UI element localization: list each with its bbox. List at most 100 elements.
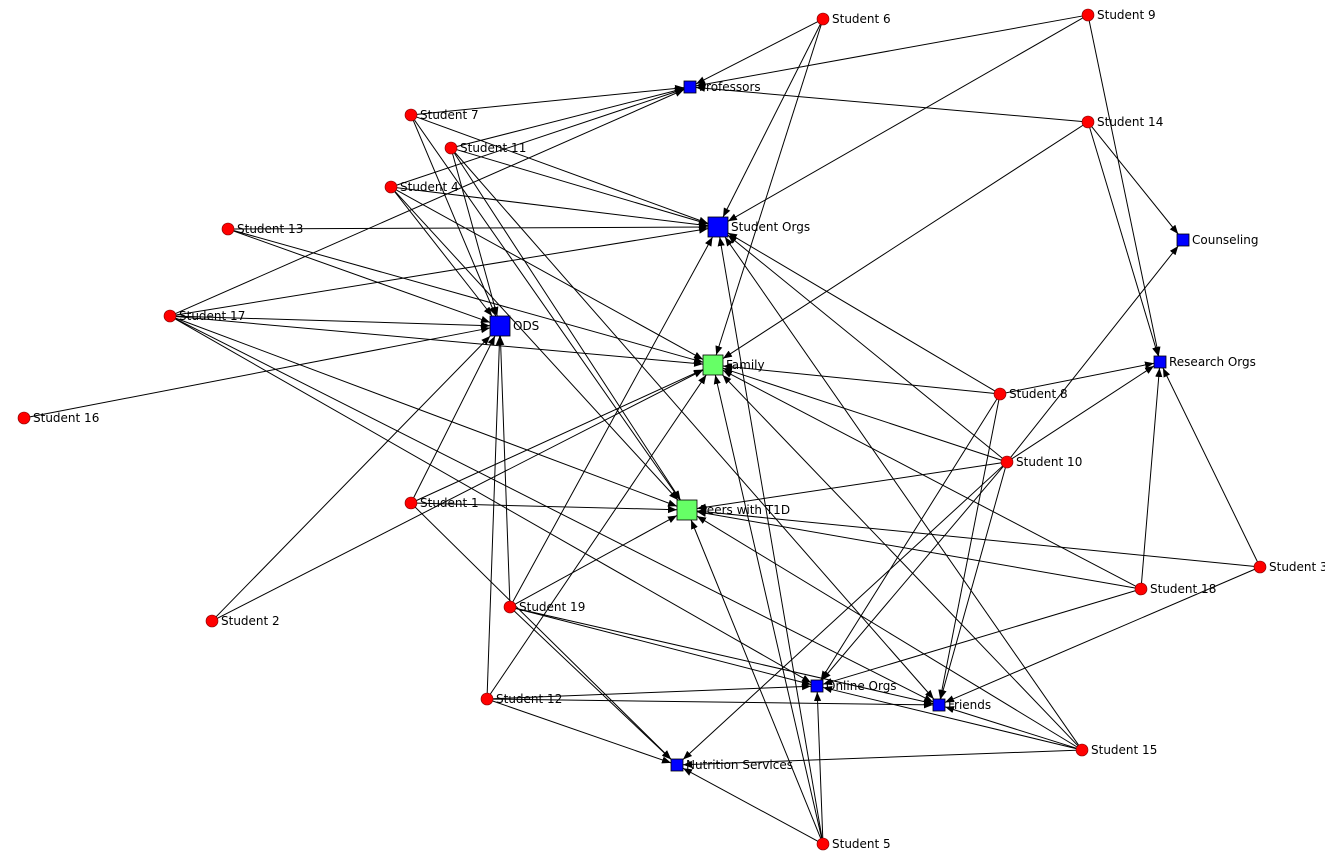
edge-s1-to-ods: [413, 335, 496, 498]
edge-s11-to-prof: [456, 87, 685, 148]
edge-s15-to-oorgs: [822, 686, 1077, 750]
node-s6: Student 6: [816, 12, 891, 26]
node-label: Student 9: [1097, 8, 1156, 22]
edge-s8-to-oorgs: [820, 398, 998, 681]
resource-node-marker: [707, 216, 729, 238]
edge-s13-to-ods: [233, 230, 491, 323]
node-label: Student 10: [1016, 455, 1082, 469]
student-node-marker: [1081, 115, 1095, 129]
node-label: Student 19: [519, 600, 585, 614]
edge-s10-to-family: [722, 367, 1002, 461]
edge-s5-to-nutri: [682, 767, 818, 842]
node-label: Student 12: [496, 692, 562, 706]
node-label: Professors: [699, 80, 761, 94]
edge-s9-to-rorgs: [1088, 20, 1161, 357]
student-node-marker: [384, 180, 398, 194]
student-node-marker: [1253, 560, 1267, 574]
edge-s11-to-peers: [453, 152, 681, 501]
edge-s13-to-family: [233, 230, 704, 364]
node-s3: Student 3: [1253, 560, 1325, 574]
resource-node-marker: [676, 499, 698, 521]
node-label: Student 17: [179, 309, 245, 323]
edge-s9-to-sorgs: [727, 17, 1084, 222]
edge-s12-to-nutri: [492, 700, 672, 764]
student-node-marker: [993, 387, 1007, 401]
edge-s6-to-family: [715, 24, 822, 356]
node-ods: ODS: [489, 315, 539, 337]
node-nutri: Nutrition Services: [670, 758, 793, 772]
student-node-marker: [205, 614, 219, 628]
edge-s4-to-peers: [394, 191, 679, 501]
resource-node-marker: [932, 698, 946, 712]
edge-s14-to-prof: [695, 84, 1083, 122]
edge-s10-to-sorgs: [727, 234, 1003, 459]
edge-s11-to-friends: [454, 152, 935, 700]
node-label: Student 14: [1097, 115, 1163, 129]
edge-s18-to-rorgs: [1141, 367, 1163, 584]
edge-s14-to-couns: [1091, 126, 1179, 235]
student-node-marker: [1081, 8, 1095, 22]
student-node-marker: [1134, 582, 1148, 596]
edge-s7-to-peers: [414, 119, 681, 501]
student-node-marker: [221, 222, 235, 236]
node-s10: Student 10: [1000, 455, 1082, 469]
node-s4: Student 4: [384, 180, 459, 194]
student-node-marker: [17, 411, 31, 425]
student-node-marker: [404, 496, 418, 510]
edge-s13-to-sorgs: [233, 223, 709, 231]
node-s18: Student 18: [1134, 582, 1216, 596]
student-node-marker: [1075, 743, 1089, 757]
edge-s10-to-friends: [939, 467, 1006, 700]
edge-s8-to-friends: [938, 399, 1000, 700]
edge-s14-to-rorgs: [1089, 127, 1160, 357]
node-label: Student 11: [460, 141, 526, 155]
edge-s17-to-prof: [175, 89, 685, 315]
node-label: Student 18: [1150, 582, 1216, 596]
resource-node-marker: [1176, 233, 1190, 247]
edge-s2-to-family: [217, 369, 704, 619]
edge-s15-to-peers: [696, 515, 1078, 748]
node-family: Family: [702, 354, 765, 376]
edge-s2-to-ods: [215, 335, 491, 618]
edge-s6-to-prof: [695, 21, 818, 85]
node-s11: Student 11: [444, 141, 526, 155]
student-node-marker: [480, 692, 494, 706]
edge-s19-to-friends: [515, 607, 934, 706]
node-s5: Student 5: [816, 837, 891, 851]
edge-s17-to-peers: [175, 317, 678, 507]
resource-node-marker: [810, 679, 824, 693]
edge-s12-to-ods: [486, 335, 503, 694]
node-s9: Student 9: [1081, 8, 1156, 22]
edge-s15-to-family: [722, 374, 1079, 747]
edge-s19-to-ods: [497, 335, 511, 602]
node-label: Family: [726, 358, 765, 372]
edge-s15-to-nutri: [682, 749, 1077, 769]
edge-layer: [29, 15, 1258, 842]
edge-s15-to-friends: [944, 706, 1077, 749]
resource-node-marker: [683, 80, 697, 94]
edge-s8-to-rorgs: [1005, 361, 1155, 394]
edge-s19-to-peers: [515, 515, 678, 605]
node-label: Student 7: [420, 108, 479, 122]
edge-s5-to-family: [713, 374, 823, 839]
student-node-marker: [816, 837, 830, 851]
node-label: Peers with T1D: [700, 503, 790, 517]
edge-s7-to-prof: [416, 84, 685, 115]
edge-s4-to-prof: [396, 88, 685, 186]
node-label: Student 6: [832, 12, 891, 26]
node-label: Student Orgs: [731, 220, 810, 234]
edge-s18-to-family: [722, 369, 1136, 587]
edge-s4-to-ods: [394, 191, 493, 317]
edge-s19-to-sorgs: [512, 236, 713, 602]
node-label: Student 8: [1009, 387, 1068, 401]
edge-s19-to-oorgs: [515, 608, 812, 686]
node-s17: Student 17: [163, 309, 245, 323]
node-label: Student 15: [1091, 743, 1157, 757]
edge-s10-to-nutri: [682, 465, 1003, 760]
edge-s17-to-sorgs: [175, 226, 709, 316]
edge-s3-to-rorgs: [1162, 367, 1258, 562]
node-label: Student 5: [832, 837, 891, 851]
edge-s17-to-ods: [175, 315, 491, 330]
edge-s5-to-sorgs: [717, 236, 823, 839]
